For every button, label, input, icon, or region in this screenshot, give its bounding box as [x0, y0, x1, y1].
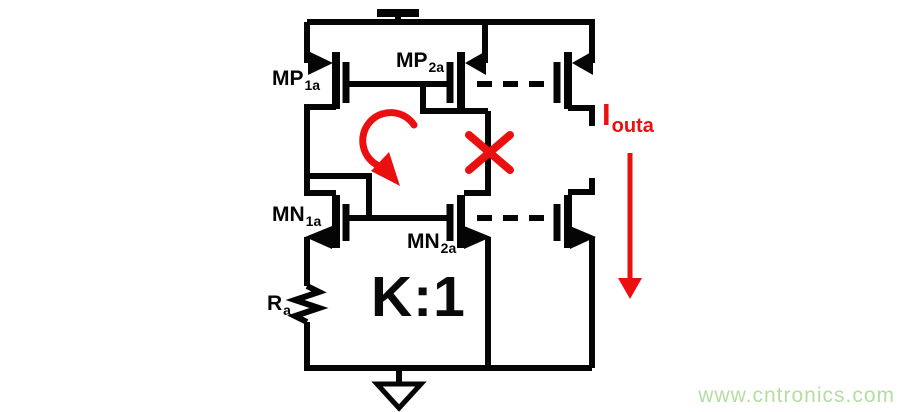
label-iouta: Iouta [602, 97, 654, 137]
pmos-copy-drain-stub-wire [568, 105, 595, 126]
red-annotations [359, 109, 642, 299]
watermark: www.cntronics.com [698, 384, 895, 407]
mn1a-source-arrow-icon [305, 226, 332, 249]
feedback-loop-arrowhead-icon [371, 152, 400, 186]
gate-bars [342, 62, 561, 241]
mp1a-drain-to-mn1a-wire [304, 104, 336, 196]
mn2a-source-arrow-icon [464, 226, 491, 249]
label-mirror-ratio: K:1 [371, 265, 466, 329]
dashed-links [477, 81, 552, 221]
label-mp1a-main: MP [272, 67, 304, 90]
source-arrows [305, 51, 596, 249]
label-iouta-main: I [602, 97, 611, 132]
mp2a-drain-to-mn2a-wire [464, 111, 491, 196]
ground-icon [371, 381, 427, 412]
mn1a-diode-link-wire [307, 173, 372, 215]
label-mp2a: MP2a [396, 49, 445, 75]
label-mp2a-sub: 2a [428, 59, 445, 75]
label-mp2a-main: MP [396, 49, 428, 72]
broken-wire-x-icon [465, 131, 514, 174]
resistor-ra-icon [285, 283, 329, 325]
label-mn1a-sub: 1a [305, 213, 322, 229]
label-mn2a-main: MN [407, 230, 440, 253]
vdd-rail-wire [307, 19, 595, 63]
channel-bars [332, 52, 572, 248]
label-mp1a: MP1a [272, 67, 321, 93]
output-current-arrowhead-icon [618, 278, 642, 299]
label-ra-sub: a [283, 302, 291, 318]
wires [304, 13, 595, 383]
mp2a-diode-link-wire [420, 84, 488, 114]
feedback-loop-arrow-icon [359, 109, 418, 170]
mp2a-source-arrow-icon [465, 51, 486, 75]
label-ra-main: R [267, 292, 283, 315]
label-mn2a: MN2a [407, 230, 457, 256]
label-mn2a-sub: 2a [440, 240, 457, 256]
label-mp1a-sub: 1a [304, 77, 321, 93]
pmos-copy-source-arrow-icon [572, 51, 593, 75]
label-ra: Ra [267, 292, 291, 318]
label-mn1a-main: MN [272, 203, 305, 226]
label-mn1a: MN1a [272, 203, 322, 229]
mp1a-source-arrow-icon [308, 51, 333, 75]
nmos-copy-source-arrow-icon [570, 226, 596, 249]
nmos-copy-drain-stub-wire [568, 178, 595, 195]
label-iouta-sub: outa [611, 115, 654, 137]
